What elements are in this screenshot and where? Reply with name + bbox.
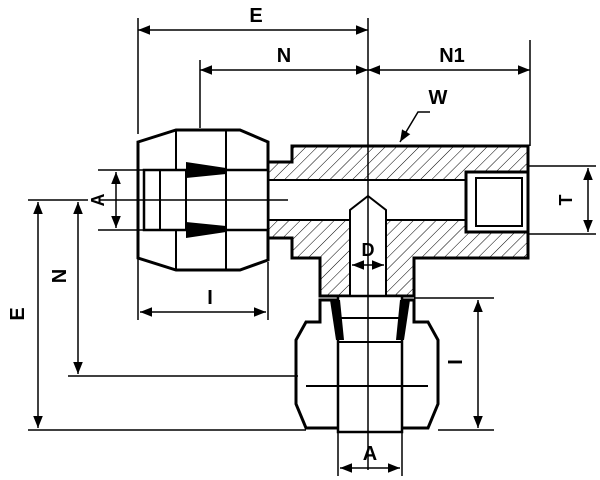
label-d-center: D bbox=[362, 240, 375, 260]
label-i-right: I bbox=[445, 359, 467, 365]
extension-lines bbox=[28, 18, 596, 476]
tee-body-section bbox=[266, 144, 530, 298]
label-t-right: T bbox=[556, 195, 576, 206]
bottom-nut bbox=[294, 294, 440, 434]
label-n-top: N bbox=[277, 45, 291, 67]
dimension-labels: E N N1 W A T D E N I I A bbox=[7, 5, 576, 465]
label-a-left: A bbox=[88, 194, 108, 207]
label-a-bottom: A bbox=[363, 443, 377, 465]
label-e-left: E bbox=[7, 307, 29, 320]
label-n1-top: N1 bbox=[439, 45, 465, 67]
label-n-left: N bbox=[49, 269, 71, 283]
label-i-left: I bbox=[207, 287, 213, 309]
dimension-lines bbox=[33, 25, 593, 473]
center-lines bbox=[100, 18, 369, 470]
w-leader bbox=[399, 111, 430, 143]
label-w: W bbox=[429, 87, 448, 109]
label-e-top: E bbox=[249, 5, 262, 27]
